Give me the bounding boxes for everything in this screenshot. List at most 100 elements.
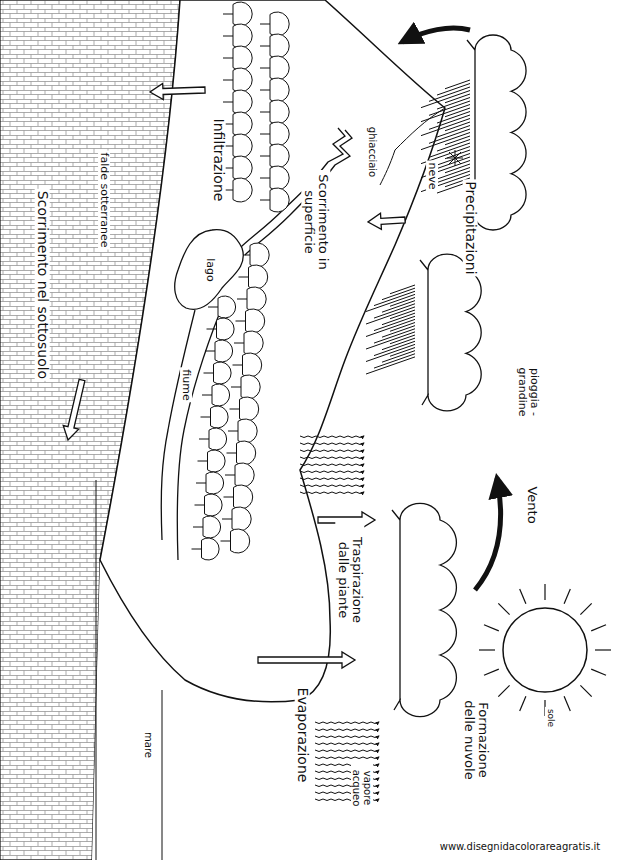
tree-crown — [233, 90, 252, 114]
tree-crown — [250, 243, 269, 267]
vapour-wave — [315, 757, 379, 759]
tree-trunk — [204, 373, 214, 374]
tree-crown — [218, 296, 236, 318]
tree-crown — [270, 78, 289, 102]
tree-trunk — [260, 200, 270, 201]
rain-streak — [382, 326, 415, 338]
tree-crown — [209, 428, 227, 450]
tree-crown — [238, 419, 257, 443]
tree-crown — [270, 122, 289, 146]
sun-ray — [544, 584, 545, 600]
tree-crown — [233, 2, 252, 26]
cycle-label: Traspirazione dalle piante — [336, 518, 365, 642]
cycle-label: Precipitazioni — [462, 179, 477, 276]
sun-ray — [564, 589, 570, 604]
tree-trunk — [239, 277, 249, 278]
cycle-label: falde sotterranee — [98, 151, 110, 250]
cycle-label: fiume — [180, 367, 192, 402]
tree-trunk — [221, 541, 231, 542]
tree-crown — [211, 406, 229, 428]
rain-streak — [374, 329, 415, 343]
tree-trunk — [223, 102, 233, 103]
curved-arrow — [475, 478, 501, 590]
curved-arrow — [402, 28, 470, 42]
vapour-wave — [300, 464, 364, 466]
tree-crown — [217, 318, 235, 340]
tree-trunk — [207, 329, 217, 330]
tree-trunk — [198, 461, 208, 462]
tree-crown — [215, 340, 233, 362]
tree-trunk — [260, 24, 270, 25]
vapour-wave — [315, 736, 379, 738]
vapour-wave — [300, 485, 364, 487]
tree-trunk — [223, 14, 233, 15]
lake-label: lago — [204, 256, 216, 284]
tree-crown — [233, 134, 252, 158]
rain-streak — [382, 313, 415, 325]
tree-crown — [240, 397, 259, 421]
rain-streak — [421, 133, 470, 150]
sun-ray — [498, 685, 509, 696]
rain-streak — [437, 98, 470, 110]
tree-crown — [231, 529, 250, 553]
vapour-wave — [315, 750, 379, 752]
rain-streak — [374, 341, 415, 355]
tree-crown — [206, 472, 224, 494]
vapour-wave — [300, 450, 364, 452]
tree-trunk — [223, 80, 233, 81]
watermark: www.disegnidacolorareagratis.it — [438, 841, 603, 852]
cloud — [392, 503, 456, 716]
tree-trunk — [230, 409, 240, 410]
flow-arrows — [63, 84, 405, 669]
tree-crown — [233, 68, 252, 92]
rain-streak — [421, 105, 470, 122]
cloud-base — [399, 520, 400, 700]
rain-streak — [437, 168, 470, 180]
vapour-waves — [300, 436, 379, 801]
vapour-wave — [315, 722, 379, 724]
sun-ray — [520, 696, 526, 711]
tree-crown — [270, 144, 289, 168]
cloud — [420, 254, 481, 411]
tree-trunk — [223, 36, 233, 37]
tree-crown — [233, 46, 252, 70]
sun-ray — [580, 603, 591, 614]
tree-crown — [270, 100, 289, 124]
snowflake — [447, 150, 463, 166]
tree-crown — [270, 188, 289, 212]
hollow-arrow — [368, 213, 405, 229]
rain-streak — [374, 291, 415, 305]
vapour-wave — [300, 443, 364, 445]
tree-trunk — [234, 343, 244, 344]
lake: lago — [172, 226, 248, 314]
rain — [366, 80, 470, 374]
tree-crown — [270, 34, 289, 58]
rain-streak — [374, 354, 415, 368]
rain-streak — [374, 304, 415, 318]
sea-line — [96, 480, 97, 860]
cycle-label: neve — [426, 160, 438, 191]
tree-trunk — [223, 58, 233, 59]
tree-trunk — [192, 549, 202, 550]
cycle-label: pioggia - grandine — [516, 354, 540, 430]
tree-trunk — [196, 483, 206, 484]
rain-streak — [437, 84, 470, 96]
tree-trunk — [201, 417, 211, 418]
rain-streak — [421, 119, 470, 136]
tree-crown — [244, 331, 263, 355]
river — [245, 130, 352, 255]
cloud-base — [427, 270, 428, 395]
rain-streak — [382, 288, 415, 300]
cycle-label: mare — [143, 730, 154, 760]
rain-streak — [437, 140, 470, 152]
tree-trunk — [260, 46, 270, 47]
tree-crown — [232, 507, 251, 531]
cycle-label: Scorrimento in superficie — [302, 170, 331, 274]
tree-trunk — [260, 68, 270, 69]
tree-crown — [233, 156, 252, 180]
tree-trunk — [233, 365, 243, 366]
tree-trunk — [260, 134, 270, 135]
sun — [479, 584, 611, 716]
